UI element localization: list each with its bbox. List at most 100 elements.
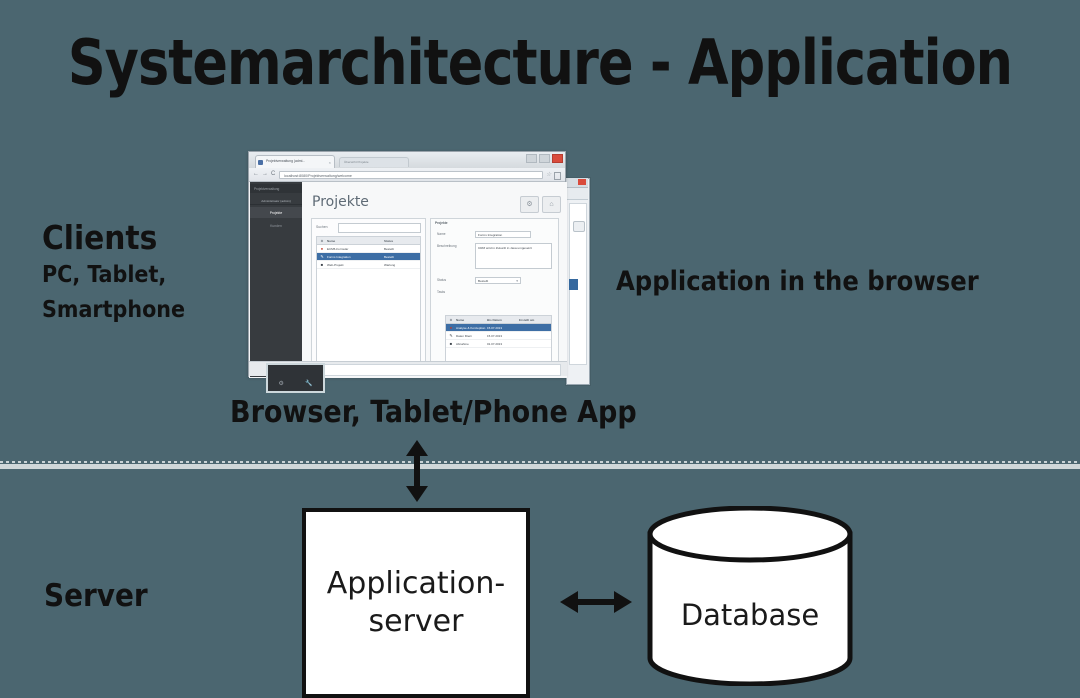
project-detail-panel: Projekte Name Forms Integration Beschrei… xyxy=(430,218,559,372)
detail-desc-textarea[interactable]: CRM wird in Zukunft in Java umgesetzt xyxy=(475,243,552,269)
settings-icon[interactable]: ⚙ xyxy=(520,196,539,213)
row-status: Wartung xyxy=(384,262,396,267)
app-sidebar: Projektverwaltung Administrator (admin) … xyxy=(250,182,302,377)
wrench-icon[interactable]: 🔧 xyxy=(304,381,313,387)
database-cylinder-icon xyxy=(647,506,853,686)
tablet-selected-row xyxy=(569,279,578,290)
detail-desc-row: Beschreibung CRM wird in Zukunft in Java… xyxy=(437,243,552,271)
task-name: Abnahme xyxy=(456,341,469,346)
home-icon[interactable]: ⌂ xyxy=(542,196,561,213)
tasks-col-due-header[interactable]: Bis Datum xyxy=(487,317,502,322)
browser-nav-buttons[interactable]: ← → C xyxy=(253,171,275,178)
phone-device: ⚙ 🔧 xyxy=(266,363,325,393)
bookmark-star-icon[interactable]: ☆ xyxy=(546,172,552,178)
browser-window-controls[interactable] xyxy=(526,154,563,163)
reload-icon[interactable]: C xyxy=(271,171,276,177)
browser-tab-active[interactable]: Projektverwaltung (admi... × xyxy=(255,155,335,168)
browser-note-label: Application in the browser xyxy=(616,266,979,297)
app-content: Projekte ⚙ ⌂ Suchen ⚙ Name xyxy=(302,182,567,377)
application-server-label: Application- server xyxy=(327,565,505,641)
detail-status-row: Status Bestellt xyxy=(437,277,552,285)
detail-desc-label: Beschreibung xyxy=(437,244,457,249)
browser-bottom-bar xyxy=(249,361,567,376)
application-server-line-2: server xyxy=(368,604,464,639)
col-name-header[interactable]: Name xyxy=(327,238,336,243)
minimize-icon[interactable] xyxy=(526,154,537,163)
address-bar[interactable]: localhost:8080/Projektverwaltung/welcome xyxy=(279,171,543,179)
close-icon[interactable] xyxy=(552,154,563,163)
detail-name-input[interactable]: Forms Integration xyxy=(475,231,531,238)
server-database-arrow-icon xyxy=(560,591,632,613)
clients-subline-2: Smartphone xyxy=(42,297,186,323)
gear-icon[interactable]: ⚙ xyxy=(278,381,284,387)
clients-heading: Clients xyxy=(42,218,158,257)
app-current-user: Administrator (admin) xyxy=(250,195,302,205)
col-status-header[interactable]: Status xyxy=(384,238,394,243)
task-delete-icon[interactable]: ● xyxy=(449,325,453,330)
browser-navbar: ← → C localhost:8080/Projektverwaltung/w… xyxy=(249,168,565,182)
detail-tasks-row: Tasks xyxy=(437,289,552,295)
detail-status-select[interactable]: Bestellt xyxy=(475,277,521,284)
application-server-line-1: Application- xyxy=(326,566,506,601)
browser-window: Projektverwaltung (admi... × Übersicht P… xyxy=(248,151,567,378)
row-edit-icon[interactable]: ✎ xyxy=(320,254,324,259)
table-row[interactable]: ✎ Forms Integration Bestellt xyxy=(317,253,420,261)
task-due: 15.07.2013 xyxy=(487,333,503,338)
row-name: Forms Integration xyxy=(327,254,351,259)
search-input[interactable] xyxy=(338,223,421,233)
table-row[interactable]: ● ECM5-Formular Bestellt xyxy=(317,245,420,253)
client-server-arrow-icon xyxy=(406,440,428,502)
phone-footer-icons[interactable]: ⚙ 🔧 xyxy=(268,380,323,387)
project-table-header: ⚙ Name Status xyxy=(317,237,420,245)
row-delete-icon[interactable]: ● xyxy=(320,246,324,251)
browser-menu-icon[interactable] xyxy=(554,172,561,180)
table-row[interactable]: ✎ Daten filtern 15.07.2013 xyxy=(446,332,551,340)
search-label: Suchen xyxy=(316,225,328,230)
database-label: Database xyxy=(680,598,820,632)
clients-label-group: Clients PC, Tablet, Smartphone xyxy=(42,220,272,326)
table-row[interactable]: ■ Abnahme 01.07.2013 xyxy=(446,340,551,348)
search-row: Suchen xyxy=(316,223,421,233)
tablet-window-titlebar xyxy=(566,178,588,188)
sidebar-item-projekte[interactable]: Projekte xyxy=(250,207,302,218)
tasks-table: ⚙ Name Bis Datum Erstellt am ● Analyse &… xyxy=(445,315,552,365)
tab-close-icon[interactable]: × xyxy=(328,160,331,165)
browser-nav-right[interactable]: ☆ xyxy=(546,172,561,180)
task-due: 01.07.2013 xyxy=(487,341,503,346)
task-edit-icon[interactable]: ✎ xyxy=(449,333,453,338)
table-row[interactable]: ■ Web-Projekt Wartung xyxy=(317,261,420,269)
tablet-window-toolbar xyxy=(566,188,588,200)
maximize-icon[interactable] xyxy=(539,154,550,163)
task-info-icon[interactable]: ■ xyxy=(449,341,453,346)
tablet-home-icon[interactable] xyxy=(573,221,585,232)
layer-divider-line xyxy=(0,464,1080,469)
task-name: Analyse & Konzeption xyxy=(456,325,486,330)
detail-tasks-label: Tasks xyxy=(437,290,446,295)
browser-tab-inactive-label: Übersicht Projekte xyxy=(344,160,369,164)
browser-tab-inactive[interactable]: Übersicht Projekte xyxy=(339,157,409,167)
clients-subline-1: PC, Tablet, xyxy=(42,262,167,288)
row-info-icon[interactable]: ■ xyxy=(320,262,324,267)
detail-name-row: Name Forms Integration xyxy=(437,231,552,239)
row-name: Web-Projekt xyxy=(327,262,344,267)
tasks-table-header: ⚙ Name Bis Datum Erstellt am xyxy=(446,316,551,324)
sidebar-item-kunden[interactable]: Kunden xyxy=(270,224,282,228)
row-status: Bestellt xyxy=(384,254,394,259)
tasks-col-name-header[interactable]: Name xyxy=(456,317,465,322)
detail-name-label: Name xyxy=(437,232,446,237)
project-table: ⚙ Name Status ● ECM5-Formular Bestellt ✎ xyxy=(316,236,421,365)
tablet-window-close-icon[interactable] xyxy=(578,179,586,185)
client-screenshot-cluster: Projektverwaltung (admi... × Übersicht P… xyxy=(248,151,590,393)
web-app-page: Projektverwaltung Administrator (admin) … xyxy=(249,182,567,378)
tasks-col-created-header[interactable]: Erstellt am xyxy=(519,317,535,322)
forward-icon[interactable]: → xyxy=(262,171,268,177)
table-row[interactable]: ● Analyse & Konzeption 15.07.2013 xyxy=(446,324,551,332)
task-name: Daten filtern xyxy=(456,333,473,338)
task-due: 15.07.2013 xyxy=(487,325,503,330)
browser-tab-active-label: Projektverwaltung (admi... xyxy=(266,159,306,163)
back-icon[interactable]: ← xyxy=(253,171,259,177)
page-title: Systemarchitecture - Application xyxy=(67,26,1013,99)
server-heading: Server xyxy=(44,578,148,614)
detail-status-label: Status xyxy=(437,278,447,283)
